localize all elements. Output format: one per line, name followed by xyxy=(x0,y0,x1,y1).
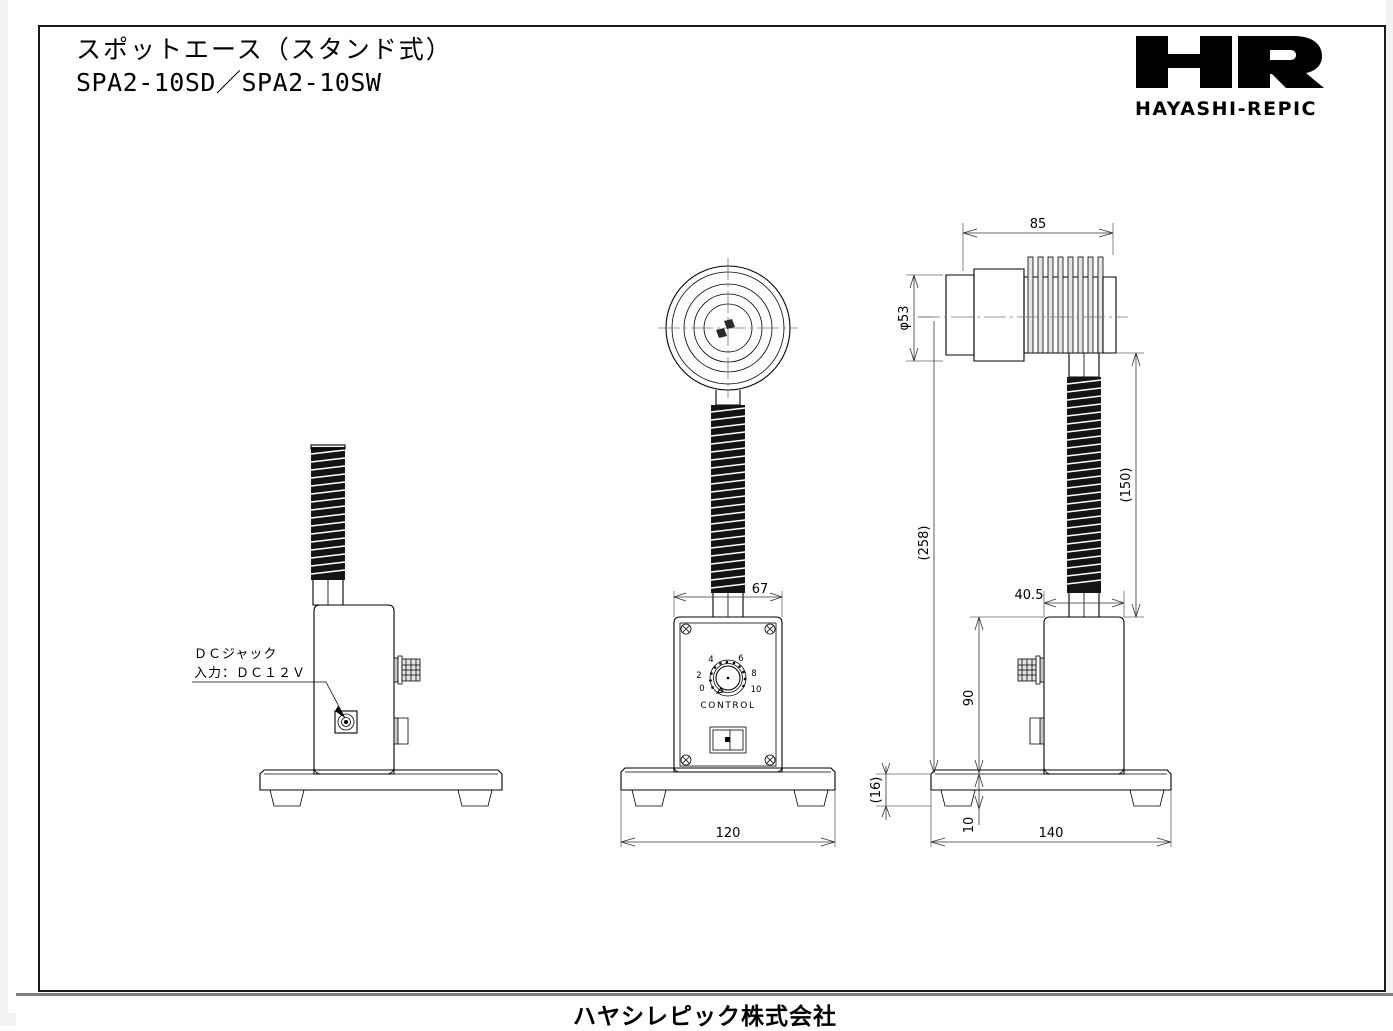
dimension-head-length: 85 xyxy=(962,217,1114,271)
panel-screws xyxy=(680,623,776,766)
technical-drawing-canvas: ＤＣジャック 入力：ＤＣ１２Ｖ xyxy=(38,25,1386,992)
right-side-view: 85 φ53 xyxy=(869,217,1172,847)
dimension-box-height: 90 xyxy=(962,616,1044,774)
dc-jack-annotation: ＤＣジャック 入力：ＤＣ１２Ｖ xyxy=(192,647,346,719)
lamp-head-front xyxy=(658,258,798,398)
dimension-gooseneck-height: (150) xyxy=(1116,352,1144,618)
dim-140-text: 140 xyxy=(1039,826,1064,841)
base-plate-right xyxy=(930,769,1172,807)
gooseneck-right xyxy=(1066,353,1102,618)
dimension-side-box-width: 40.5 xyxy=(1015,588,1125,617)
base-plate-front xyxy=(620,767,836,807)
lamp-head-right xyxy=(918,256,1128,362)
control-knob-left xyxy=(393,655,421,685)
drawing-sheet: スポットエース（スタンド式） SPA2-10SD／SPA2-10SW HAYAS… xyxy=(8,0,1393,1030)
page-footer: ハヤシレピック株式会社 xyxy=(16,993,1393,1030)
title-block: スポットエース（スタンド式） SPA2-10SD／SPA2-10SW xyxy=(76,34,453,100)
dim-150-text: (150) xyxy=(1119,468,1134,503)
dc-jack-label-line1: ＤＣジャック xyxy=(194,647,277,662)
dim-16-text: (16) xyxy=(869,777,884,804)
dimension-head-diameter: φ53 xyxy=(897,274,943,362)
dc-jack-label-line2: 入力：ＤＣ１２Ｖ xyxy=(194,666,306,681)
dim-85-text: 85 xyxy=(1030,217,1047,232)
heat-sink-fins xyxy=(1027,256,1104,354)
dimension-foot-height: (16) xyxy=(869,762,931,820)
control-box-left xyxy=(313,604,421,775)
power-switch-front[interactable] xyxy=(709,726,747,754)
company-wordmark: HAYASHI-REPIC xyxy=(1134,98,1318,120)
company-logo: HAYASHI-REPIC xyxy=(1106,32,1346,120)
dial-tick-4: 4 xyxy=(708,655,713,665)
dial-tick-10: 10 xyxy=(751,685,762,695)
dim-120-text: 120 xyxy=(716,826,741,841)
control-panel-front: 0 2 4 6 8 10 CONTROL xyxy=(673,616,783,773)
dimension-side-base-width: 140 xyxy=(930,790,1172,847)
page-title: スポットエース（スタンド式） xyxy=(76,35,453,64)
dial-tick-6: 6 xyxy=(738,654,743,664)
dc-jack xyxy=(334,710,358,734)
gooseneck-left xyxy=(310,444,346,606)
power-switch-left xyxy=(393,717,409,745)
control-dial[interactable]: 0 2 4 6 8 10 xyxy=(696,654,762,697)
dim-10-text: 10 xyxy=(962,817,977,834)
dim-90-text: 90 xyxy=(962,690,977,707)
dimension-front-box-width: 67 xyxy=(673,582,783,617)
gooseneck-front xyxy=(710,390,746,618)
dial-tick-8: 8 xyxy=(751,669,756,679)
dim-67-text: 67 xyxy=(752,582,769,597)
dim-phi53-text: φ53 xyxy=(897,305,912,330)
dim-40-5-text: 40.5 xyxy=(1015,588,1044,603)
model-number: SPA2-10SD／SPA2-10SW xyxy=(76,68,382,97)
left-side-view: ＤＣジャック 入力：ＤＣ１２Ｖ xyxy=(192,444,503,807)
dial-tick-0: 0 xyxy=(699,684,704,694)
dimension-base-plate-height: 10 xyxy=(962,773,984,834)
dimension-overall-height: (258) xyxy=(917,316,939,774)
power-switch-right xyxy=(1029,717,1045,745)
dimension-front-base-width: 120 xyxy=(620,790,836,847)
base-plate-left xyxy=(259,769,503,807)
front-view: 0 2 4 6 8 10 CONTROL xyxy=(620,258,836,847)
dial-tick-2: 2 xyxy=(696,671,701,681)
control-box-right xyxy=(1017,616,1125,775)
control-knob-right xyxy=(1017,655,1045,685)
hr-mark-icon xyxy=(1136,36,1324,88)
dim-258-text: (258) xyxy=(917,526,932,561)
footer-divider xyxy=(16,993,1393,996)
control-label: CONTROL xyxy=(700,701,755,711)
